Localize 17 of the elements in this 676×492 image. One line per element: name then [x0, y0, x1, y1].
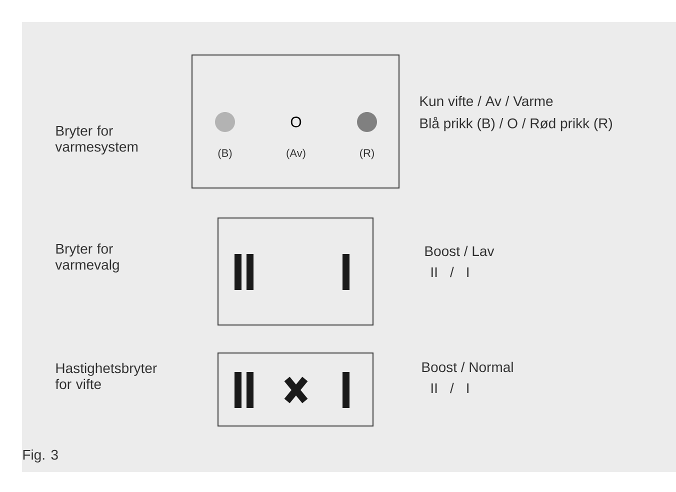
- switch-name: Bryter for varmevalg: [55, 243, 119, 272]
- position-description: Blå prikk (B) / O / Rød prikk (R): [420, 116, 612, 132]
- switch-name: Hastighetsbryter for vifte: [55, 362, 157, 390]
- position-description: Boost / Lav: [425, 246, 494, 256]
- figure-caption: Fig. 3: [23, 449, 58, 463]
- position-label: (Av): [286, 148, 306, 160]
- switch-box: [218, 352, 374, 426]
- position-description: Kun vifte / Av / Varme: [420, 96, 553, 106]
- off-symbol: O: [290, 116, 302, 128]
- switch-box: [218, 218, 374, 326]
- position-symbols: II / I: [432, 266, 468, 278]
- position-label: (R): [360, 148, 374, 160]
- position-label: (B): [218, 148, 232, 160]
- switch-name: Bryter for varmesystem: [55, 125, 138, 154]
- position-description: Boost / Normal: [422, 362, 513, 372]
- switch-box: [192, 54, 400, 188]
- position-symbols: II / I: [432, 382, 468, 394]
